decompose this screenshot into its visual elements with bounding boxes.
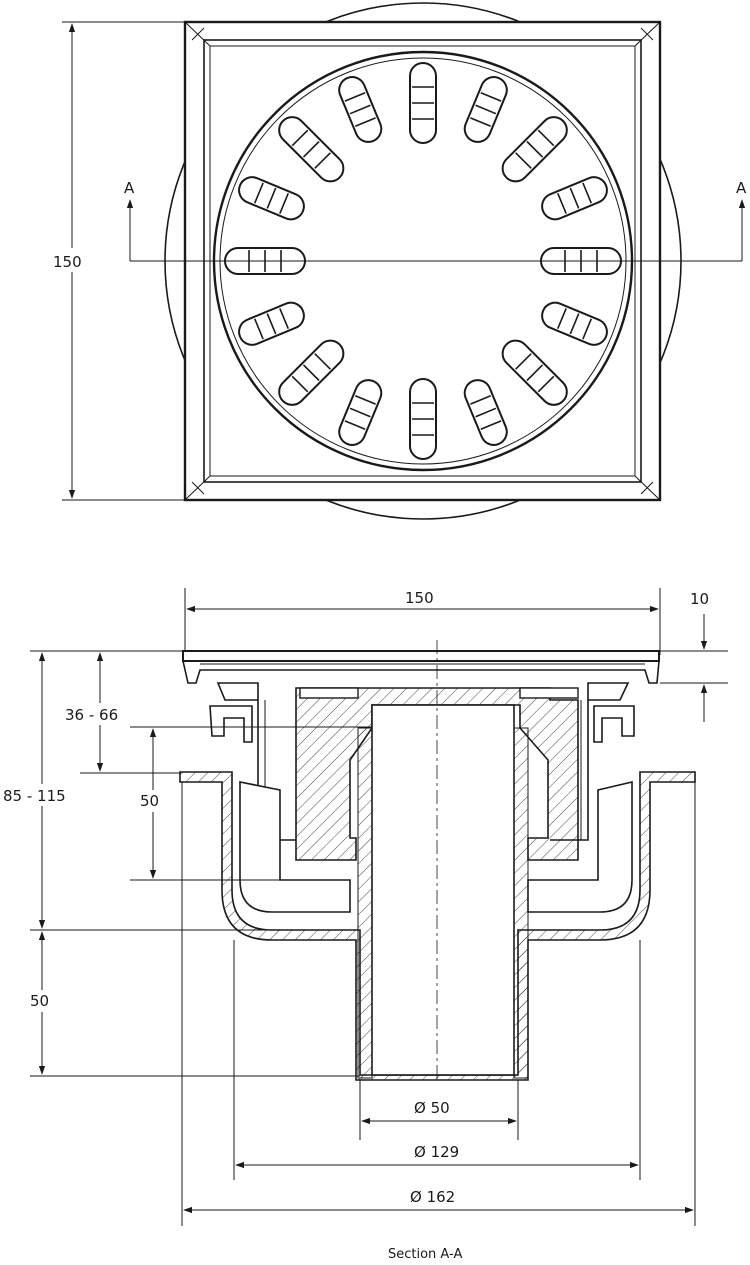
overall-height-label: 85 - 115 xyxy=(3,787,66,805)
body-dia-label: Ø 129 xyxy=(414,1143,459,1161)
adjust-range-label: 36 - 66 xyxy=(65,706,118,724)
grate-slot xyxy=(278,339,345,406)
trap-right-clip xyxy=(519,687,579,699)
section-caption: Section A-A xyxy=(388,1247,462,1262)
grate-slot xyxy=(238,301,305,346)
plan-height-label: 150 xyxy=(53,253,82,271)
grate-slot xyxy=(463,76,508,143)
flange-dia-label: Ø 162 xyxy=(410,1188,455,1206)
section-mark-left: A xyxy=(124,179,135,197)
grate-slot xyxy=(501,339,568,406)
grate-slot xyxy=(338,379,383,446)
outlet-dia-label: Ø 50 xyxy=(414,1099,450,1117)
trap-left-clip xyxy=(299,687,359,699)
plan-view: A A 150 xyxy=(50,2,747,520)
water-seal-label: 50 xyxy=(140,792,159,810)
section-mark-right: A xyxy=(736,179,747,197)
grate-slot xyxy=(338,76,383,143)
grate-slot xyxy=(238,176,305,221)
outlet-pipe-bore xyxy=(371,704,515,1076)
section-top-width-label: 150 xyxy=(405,589,434,607)
grate-slot xyxy=(541,301,608,346)
grate-plate xyxy=(182,650,660,662)
outlet-length-label: 50 xyxy=(30,992,49,1010)
grate-slot xyxy=(278,116,345,183)
grate-slot xyxy=(463,379,508,446)
frame-thickness-label: 10 xyxy=(690,590,709,608)
section-view: 150 10 xyxy=(0,588,728,1262)
grate-slot xyxy=(409,62,437,144)
grate-slot xyxy=(409,378,437,460)
grate-slot xyxy=(541,176,608,221)
grate-slot xyxy=(501,116,568,183)
